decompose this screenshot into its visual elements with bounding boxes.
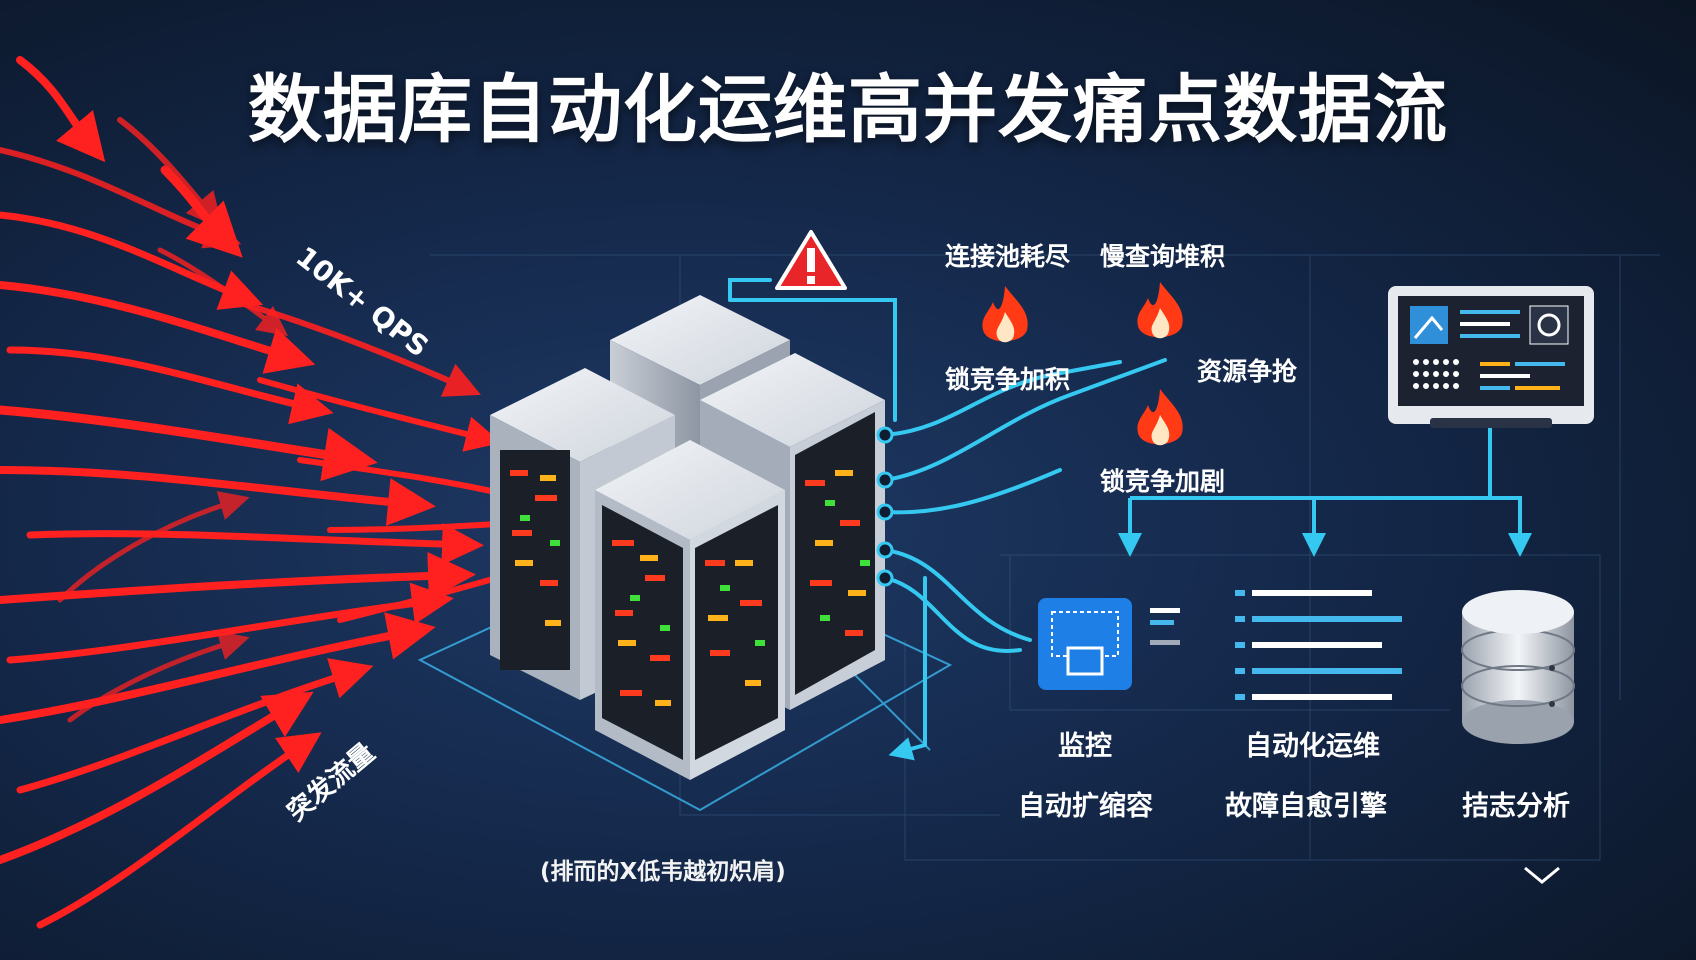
connector-nodes (876, 426, 894, 587)
fire-icon (982, 286, 1028, 343)
page-title: 数据库自动化运维高并发痛点数据流 (248, 67, 1448, 153)
self-heal-engine-label: 故障自愈引擎 (1225, 791, 1387, 822)
server-status-leds (510, 470, 870, 706)
warning-icon (775, 230, 847, 290)
cyan-data-flows (728, 278, 1167, 761)
database-icon (1461, 590, 1575, 744)
distribution-arrows (1118, 428, 1532, 557)
chevron-down-icon (1524, 866, 1560, 884)
server-rack-icon (490, 295, 885, 780)
auto-ops-label: 自动化运维 (1245, 731, 1380, 762)
fire-icon (1137, 282, 1183, 339)
lock-contention-worsening-label: 锁竞争加剧 (1100, 467, 1226, 496)
auto-scale-label: 自动扩缩容 (1018, 791, 1153, 822)
connection-pool-label: 连接池耗尽 (945, 242, 1071, 271)
server-rack-front (595, 440, 785, 780)
dashboard-icon (1388, 286, 1594, 428)
server-caption: (排而的X低韦越初炽肩) (540, 859, 786, 885)
slow-query-label: 慢查询堆积 (1100, 242, 1226, 271)
list-icon (1235, 590, 1402, 700)
monitor-label: 监控 (1058, 731, 1112, 762)
analysis-label: 拮志分析 (1462, 791, 1570, 822)
lock-contention-label: 锁竞争加积 (945, 365, 1071, 394)
fire-icon (1137, 389, 1183, 446)
burst-traffic-arrows (0, 56, 572, 929)
resource-contention-label: 资源争抢 (1197, 357, 1298, 386)
monitor-icon (1038, 598, 1180, 690)
